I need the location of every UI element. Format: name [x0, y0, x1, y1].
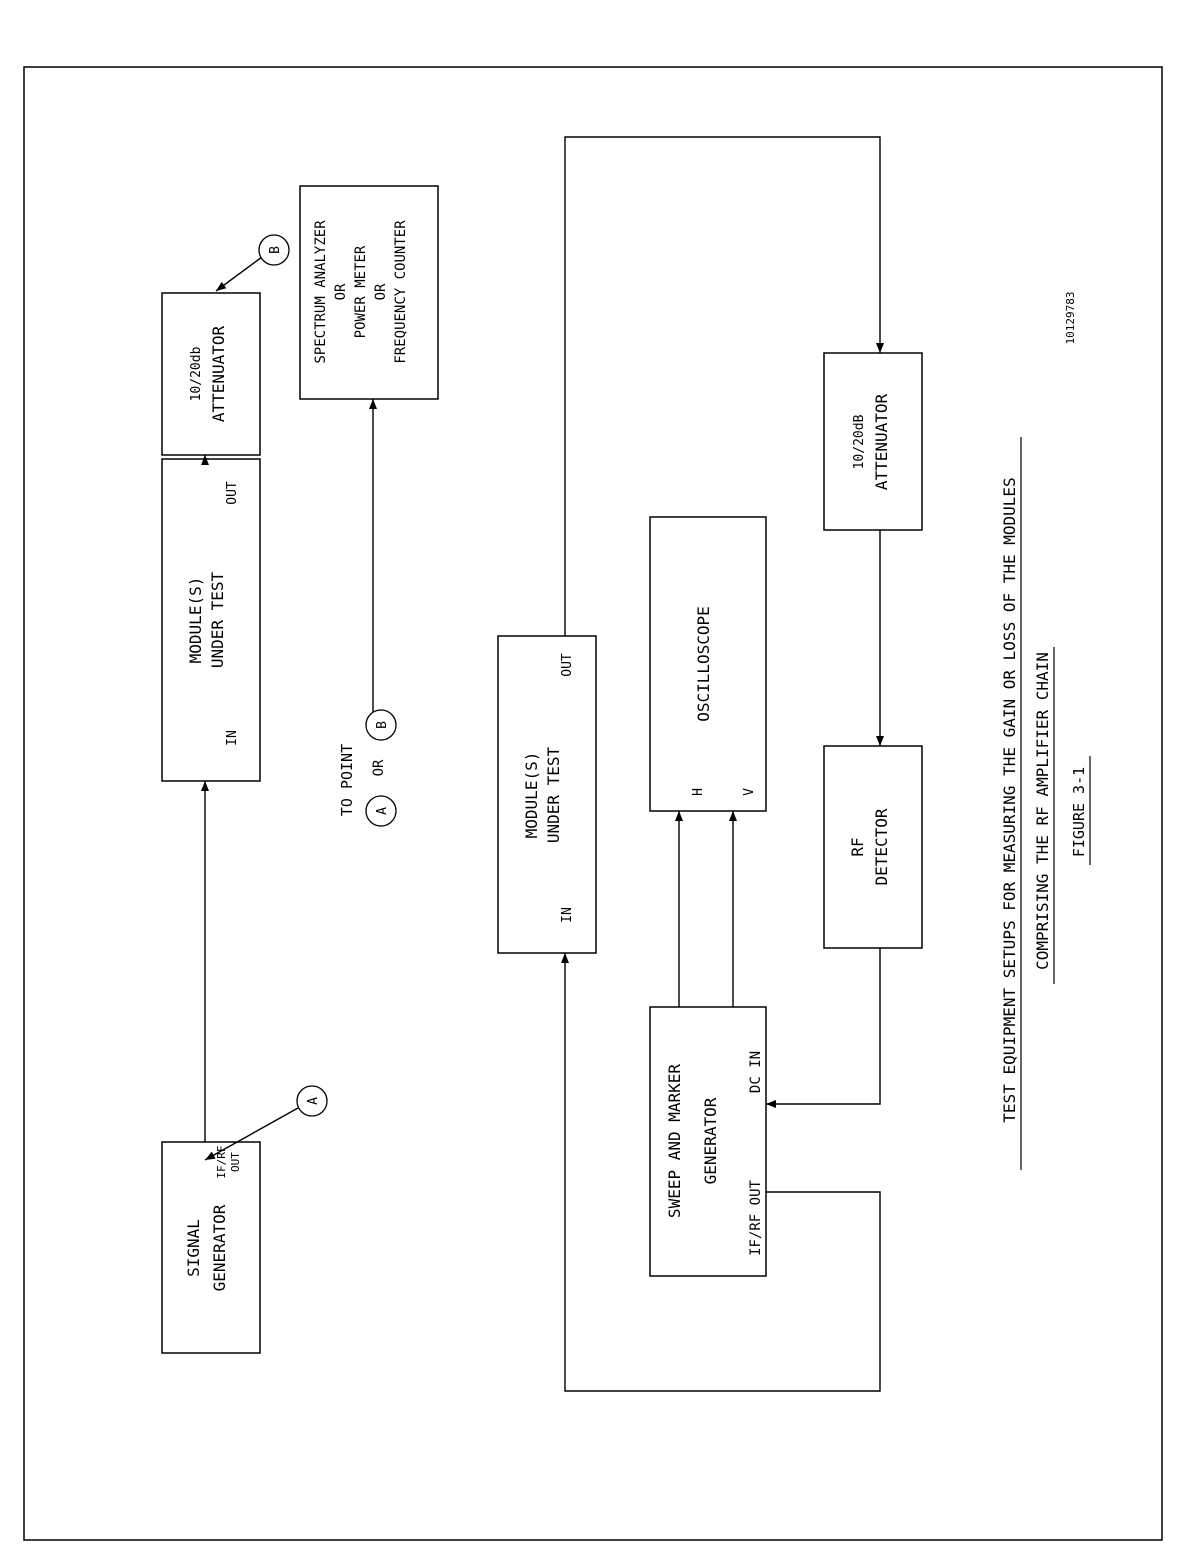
rf-detector-label-2: DETECTOR — [872, 808, 891, 885]
point-a-note-label: A — [375, 807, 390, 815]
attenuator-top-label-2: ATTENUATOR — [209, 325, 228, 422]
meter-label-5: FREQUENCY COUNTER — [393, 220, 409, 364]
leader-point-a — [204, 1107, 299, 1161]
point-a-top-label: A — [306, 1097, 321, 1105]
point-b-top-circle — [258, 234, 290, 266]
point-a-top-circle — [296, 1085, 328, 1117]
meter-label-1: SPECTRUM ANALYZER — [313, 220, 329, 364]
module-bottom-out-label: OUT — [560, 653, 575, 677]
module-top-label-2: UNDER TEST — [208, 571, 227, 668]
sweep-generator-box — [649, 1006, 767, 1277]
drawing-border — [23, 66, 1163, 1541]
rf-detector-label-1: RF — [848, 837, 867, 856]
rf-detector-box — [823, 745, 923, 949]
module-bottom-label-1: MODULE(S) — [522, 752, 541, 839]
signal-generator-port-2: OUT — [229, 1152, 242, 1172]
oscilloscope-h-label: H — [691, 788, 706, 796]
module-top-label-1: MODULE(S) — [186, 577, 205, 664]
signal-generator-port-1: IF/RF — [215, 1145, 228, 1178]
caption-line-3: FIGURE 3-1 — [1070, 767, 1088, 857]
module-top-in-label: IN — [225, 730, 240, 746]
module-top-out-label: OUT — [225, 481, 240, 505]
sweep-port-out-label: IF/RF OUT — [748, 1180, 764, 1256]
sweep-port-in-label: DC IN — [748, 1051, 764, 1093]
attenuator-bottom-label-1: 10/20dB — [852, 414, 867, 469]
point-b-note-label: B — [375, 721, 390, 729]
signal-generator-label-2: GENERATOR — [210, 1204, 229, 1291]
module-bottom-in-label: IN — [560, 907, 575, 923]
attenuator-bottom-label-2: ATTENUATOR — [872, 393, 891, 490]
module-under-test-top-box — [161, 458, 261, 782]
oscilloscope-v-label: V — [742, 788, 757, 796]
drawing-number: 10129783 — [1064, 292, 1077, 345]
point-b-note-circle — [365, 709, 397, 741]
caption-line-1: TEST EQUIPMENT SETUPS FOR MEASURING THE … — [1000, 477, 1019, 1122]
attenuator-bottom-box — [823, 352, 923, 531]
wire-detector-to-sweep-dc-in — [766, 948, 881, 1108]
module-bottom-label-2: UNDER TEST — [544, 746, 563, 843]
signal-generator-box — [161, 1141, 261, 1354]
meter-label-2: OR — [333, 283, 349, 300]
or-label: OR — [371, 759, 387, 776]
point-b-top-label: B — [268, 246, 283, 254]
caption-line-2: COMPRISING THE RF AMPLIFIER CHAIN — [1033, 652, 1052, 970]
attenuator-top-box — [161, 292, 261, 456]
module-under-test-bottom-box — [497, 635, 597, 954]
wire-sweep-out-to-module-in — [561, 953, 881, 1392]
signal-generator-label-1: SIGNAL — [184, 1219, 203, 1277]
wire-module-out-to-attenuator — [564, 136, 884, 636]
oscilloscope-label: OSCILLOSCOPE — [694, 606, 713, 722]
meter-label-3: POWER METER — [353, 245, 369, 338]
attenuator-top-label-1: 10/20db — [189, 346, 204, 401]
point-a-note-circle — [365, 795, 397, 827]
leader-point-b — [215, 256, 263, 292]
sweep-generator-label-2: GENERATOR — [701, 1097, 720, 1184]
to-point-label: TO POINT — [338, 744, 356, 816]
sweep-generator-label-1: SWEEP AND MARKER — [665, 1064, 684, 1218]
oscilloscope-box — [649, 516, 767, 812]
meter-label-4: OR — [373, 283, 389, 300]
